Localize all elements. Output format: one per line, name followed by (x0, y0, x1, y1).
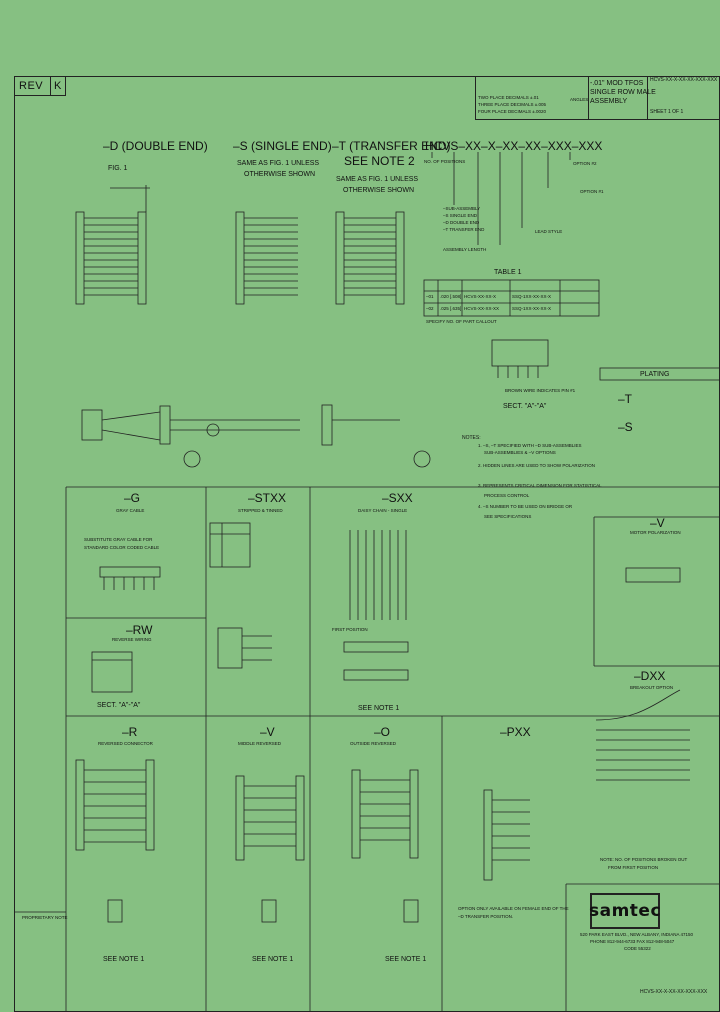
plating-option-t: –T (618, 392, 633, 406)
rev-box (14, 76, 66, 96)
gray-note-2: STANDARD COLOR CODED CABLE (84, 545, 160, 550)
see-note-1-sxx: SEE NOTE 1 (358, 705, 400, 712)
table1-r1-c4: SSQ-1XX-XX-XX-X (512, 294, 552, 299)
part-code-item-3: –S SINGLE END (443, 213, 478, 218)
opt-dxx-desc: BREAKOUT OPTION (630, 685, 674, 690)
opt-v2-desc: MIDDLE REVERSED (238, 741, 282, 746)
view-transfer-end: –T (TRANSFER END) (332, 139, 451, 153)
angle-label: ANGLES (570, 97, 589, 102)
opt-o-code: –O (374, 725, 391, 739)
opt-v-desc: MOTOR POLARIZATION (630, 530, 681, 535)
part-code-item-4: –D DOUBLE END (443, 220, 480, 225)
table1-r1-c3: HCVS-XX-XX-X (464, 294, 497, 299)
opt-rw-code: –RW (126, 623, 153, 637)
same-as-fig1-2: OTHERWISE SHOWN (244, 171, 316, 178)
opt-stxx-desc: STRIPPED & TINNED (238, 508, 283, 513)
breakout-note-1: NOTE: NO. OF POSITIONS BROKEN OUT (600, 857, 688, 862)
opt-sxx-desc: DAISY CHAIN - SINGLE (358, 508, 408, 513)
opt-sxx-code: –SXX (382, 491, 413, 505)
opt-r-code: –R (122, 725, 138, 739)
tolerance-2: TWO PLACE DECIMALS ±.01 (478, 95, 539, 100)
same-as-fig1-t-1: SAME AS FIG. 1 UNLESS (336, 176, 419, 183)
tolerance-3: THREE PLACE DECIMALS ±.005 (478, 102, 546, 107)
breakout-note-2: FROM FIRST POSITION (608, 865, 659, 870)
see-note-1-o: SEE NOTE 1 (385, 956, 427, 963)
same-as-fig1-t-2: OTHERWISE SHOWN (343, 187, 415, 194)
same-as-fig1-1: SAME AS FIG. 1 UNLESS (237, 160, 320, 167)
note-line-5: PROCESS CONTROL (484, 493, 530, 498)
see-note-1-v: SEE NOTE 1 (252, 956, 294, 963)
alignment-note: BROWN WIRE INDICATES PIN #1 (505, 388, 576, 393)
samtec-logo: samtec (589, 893, 661, 929)
sheet-text: SHEET 1 OF 1 (650, 109, 684, 115)
title-divider-2 (647, 76, 648, 120)
proprietary-title: PROPRIETARY NOTE (22, 915, 68, 920)
table1-r2-c4: SSQ-1XX-XX-XX-X (512, 306, 552, 311)
part-code-item-9: OPTION #2 (573, 161, 597, 166)
plating-title: PLATING (640, 371, 670, 378)
rev-divider (50, 76, 51, 96)
table1-footnote: SPECIFY NO. OF PART CALLOUT (426, 319, 497, 324)
title-line-2: SINGLE ROW MALE (590, 89, 656, 96)
opt-g-desc: GRAY CABLE (116, 508, 145, 513)
part-code-item-6: ASSEMBLY LENGTH (443, 247, 487, 252)
note-line-3: 2. HIDDEN LINES ARE USED TO SHOW POLARIZ… (478, 463, 596, 468)
title-line-3: ASSEMBLY (590, 98, 628, 105)
see-note-2-label: SEE NOTE 2 (344, 154, 415, 168)
see-note-1-r: SEE NOTE 1 (103, 956, 145, 963)
part-code-item-8: OPTION #1 (580, 189, 604, 194)
opt-rw-desc: REVERSE WIRING (112, 637, 152, 642)
opt-r-desc: REVERSED CONNECTOR (98, 741, 153, 746)
part-code-item-1: NO. OF POSITIONS (424, 159, 466, 164)
part-number-label: HCVS-XX-X-XX-XX-XXX-XXX (650, 77, 718, 83)
opt-g-code: –G (124, 491, 141, 505)
note-line-2: SUB-ASSEMBLIES & –V OPTIONS (484, 450, 556, 455)
option-note-1: OPTION ONLY AVAILABLE ON FEMALE END OF T… (458, 906, 569, 911)
tolerance-4: FOUR PLACE DECIMALS ±.0020 (478, 109, 546, 114)
table1-r1-c1: –01 (426, 294, 434, 299)
section-aa-label: SECT. "A"-"A" (503, 403, 547, 410)
company-line-2: PHONE 812-944-6733 FAX 812-948-5047 (590, 939, 675, 944)
note-line-7: SEE SPECIFICATIONS (484, 514, 532, 519)
drawing-number: HCVS-XX-X-XX-XX-XXX-XXX (640, 989, 708, 995)
opt-stxx-code: –STXX (248, 491, 287, 505)
opt-v-code: –V (650, 516, 665, 530)
notes-title: NOTES: (462, 435, 481, 441)
part-code-item-7: LEAD STYLE (535, 229, 563, 234)
note-line-4: 3. REPRESENTS CRITICAL DIMENSION FOR STA… (478, 483, 602, 488)
view-single-end: –S (SINGLE END) (233, 139, 332, 153)
table1-r1-c2: .020 [.508] (440, 294, 462, 299)
note-line-1: 1. –S, –T SPECIFIED WITH –D SUB-ASSEMBLI… (478, 443, 582, 448)
company-line-3: CODE 55322 (624, 946, 651, 951)
title-line-1: -.01" MOD TFOS (590, 80, 644, 87)
part-code-number: HCVS–XX–X–XX–XX–XXX–XXX (425, 139, 603, 153)
view-double-end: –D (DOUBLE END) (103, 139, 208, 153)
table1-r2-c1: –02 (426, 306, 434, 311)
title-divider-1 (588, 76, 589, 120)
plating-option-s: –S (618, 420, 633, 434)
note-line-6: 4. –S NUMBER TO BE USED ON BRIDGE OR (478, 504, 573, 509)
part-code-item-5: –T TRANSFER END (443, 227, 485, 232)
gray-note-1: SUBSTITUTE GRAY CABLE FOR (84, 537, 153, 542)
option-note-2: –D TRANSFER POSITION. (458, 914, 514, 919)
company-line-1: 520 PARK EAST BLVD., NEW ALBANY, INDIANA… (580, 932, 693, 937)
opt-pxx-code: –PXX (500, 725, 531, 739)
section-aa-label-2: SECT. "A"-"A" (97, 702, 141, 709)
opt-dxx-code: –DXX (634, 669, 666, 683)
table1-r2-c2: .025 [.635] (440, 306, 462, 311)
opt-v2-code: –V (260, 725, 275, 739)
rev-label: REV (19, 80, 44, 92)
fig1-label: FIG. 1 (108, 165, 128, 172)
rev-value: K (54, 80, 62, 92)
table1-r2-c3: HCVS-XX-XX-XX (464, 306, 500, 311)
first-position-label: FIRST POSITION (332, 627, 368, 632)
opt-o-desc: OUTSIDE REVERSED (350, 741, 397, 746)
part-code-item-2: –SUB-ASSEMBLY (443, 206, 481, 211)
table1-title: TABLE 1 (494, 269, 522, 276)
